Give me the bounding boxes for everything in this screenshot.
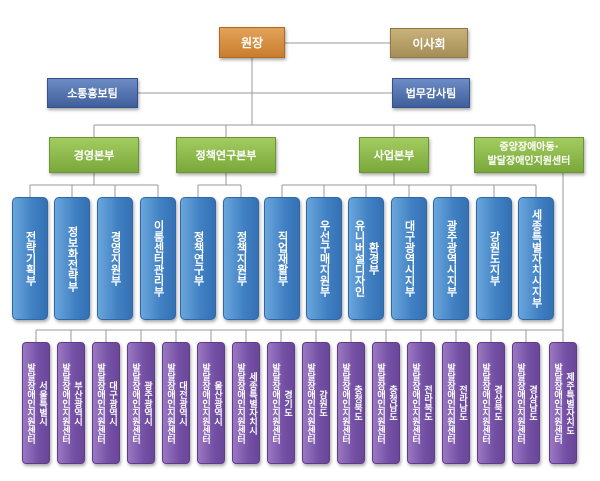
center-name: 발달장애인지원센터 bbox=[235, 362, 245, 444]
center-busan: 발달장애인지원센터 부산광역시 bbox=[57, 342, 85, 464]
department-label: 대구광역시지부 bbox=[403, 220, 416, 297]
center-name: 발달장애인지원센터 bbox=[375, 362, 385, 444]
center-ulsan: 발달장애인지원센터 울산광역시 bbox=[197, 342, 225, 464]
center-chungbuk: 발달장애인지원센터 충청북도 bbox=[337, 342, 365, 464]
center-region: 대전광역시 bbox=[177, 380, 187, 426]
center-sejong: 발달장애인지원센터 세종특별자치시 bbox=[232, 342, 260, 464]
department-label: 세종특별자치시지부 bbox=[530, 209, 543, 308]
center-name: 발달장애인지원센터 bbox=[270, 362, 280, 444]
division-business: 사업본부 bbox=[359, 137, 429, 173]
center-name: 발달장애인지원센터 bbox=[165, 362, 175, 444]
division-management: 경영본부 bbox=[49, 137, 139, 173]
center-name: 발달장애인지원센터 bbox=[480, 362, 490, 444]
center-name: 발달장애인지원센터 bbox=[200, 362, 210, 444]
center-region: 전라남도 bbox=[457, 385, 467, 421]
central-center-line2: 발달장애인지원센터 bbox=[487, 156, 571, 167]
center-region: 충청남도 bbox=[387, 385, 397, 421]
center-jeonbuk: 발달장애인지원센터 전라북도 bbox=[407, 342, 435, 464]
department-policy-research: 정책연구부 bbox=[180, 197, 216, 320]
center-region: 강원도 bbox=[317, 389, 327, 417]
director-box: 원장 bbox=[219, 27, 285, 58]
department-universal-design: 유니버설디자인 환경부 bbox=[348, 197, 384, 320]
center-gyeongnam: 발달장애인지원센터 경상남도 bbox=[512, 342, 540, 464]
department-label: 정책연구부 bbox=[192, 231, 205, 286]
center-region: 전라북도 bbox=[422, 385, 432, 421]
center-gyeongbuk: 발달장애인지원센터 경상북도 bbox=[477, 342, 505, 464]
center-name: 발달장애인지원센터 bbox=[130, 362, 140, 444]
department-strategy-planning: 전략기획부 bbox=[12, 197, 48, 320]
center-region: 경상남도 bbox=[527, 385, 537, 421]
center-region: 경기도 bbox=[282, 389, 292, 417]
center-name: 발달장애인지원센터 bbox=[60, 362, 70, 444]
department-irum-center: 이룸센터관리부 bbox=[140, 197, 176, 320]
center-jeonnam: 발달장애인지원센터 전라남도 bbox=[442, 342, 470, 464]
department-label-line1: 유니버설디자인 bbox=[353, 220, 366, 297]
center-daejeon: 발달장애인지원센터 대전광역시 bbox=[162, 342, 190, 464]
division-policy-research: 정책연구본부 bbox=[176, 137, 276, 173]
center-seoul: 발달장애인지원센터 서울특별시 bbox=[22, 342, 50, 464]
department-label: 경영지원부 bbox=[109, 231, 122, 286]
department-label: 전략기획부 bbox=[24, 231, 37, 286]
center-name: 발달장애인지원센터 bbox=[410, 362, 420, 444]
center-gwangju: 발달장애인지원센터 광주광역시 bbox=[127, 342, 155, 464]
center-jeju: 발달장애인지원센터 제주특별자치도 bbox=[549, 342, 577, 464]
center-region: 서울특별시 bbox=[37, 380, 47, 426]
department-it-strategy: 정보화전략부 bbox=[54, 197, 90, 320]
center-name: 발달장애인지원센터 bbox=[445, 362, 455, 444]
center-name: 발달장애인지원센터 bbox=[25, 362, 35, 444]
center-region: 울산광역시 bbox=[212, 380, 222, 426]
center-region: 경상북도 bbox=[492, 385, 502, 421]
department-gangwon-branch: 강원도지부 bbox=[476, 197, 512, 320]
legal-audit-team-label: 법무감사팀 bbox=[405, 87, 457, 100]
center-region: 부산광역시 bbox=[72, 380, 82, 426]
communication-team-box: 소통홍보팀 bbox=[47, 78, 138, 108]
department-label: 정책지원부 bbox=[235, 231, 248, 286]
department-label: 우선구매지원부 bbox=[318, 220, 331, 297]
board-box: 이사회 bbox=[390, 28, 468, 58]
director-label: 원장 bbox=[240, 36, 264, 50]
center-name: 발달장애인지원센터 bbox=[95, 362, 105, 444]
center-name: 발달장애인지원센터 bbox=[305, 362, 315, 444]
department-label-line2: 환경부 bbox=[367, 242, 380, 275]
center-name: 발달장애인지원센터 bbox=[340, 362, 350, 444]
department-label: 직업재활부 bbox=[276, 231, 289, 286]
legal-audit-team-box: 법무감사팀 bbox=[392, 78, 470, 108]
division-central-center: 중앙장애아동· 발달장애인지원센터 bbox=[474, 137, 584, 173]
department-gwangju-branch: 광주광역시지부 bbox=[433, 197, 469, 320]
board-label: 이사회 bbox=[412, 36, 446, 51]
center-region: 충청북도 bbox=[352, 385, 362, 421]
department-label: 정보화전략부 bbox=[66, 225, 79, 292]
center-gyeonggi: 발달장애인지원센터 경기도 bbox=[267, 342, 295, 464]
division-label: 정책연구본부 bbox=[195, 149, 257, 162]
division-label: 사업본부 bbox=[373, 149, 415, 162]
center-region: 제주특별자치도 bbox=[564, 371, 574, 435]
department-daegu-branch: 대구광역시지부 bbox=[391, 197, 427, 320]
central-center-line1: 중앙장애아동· bbox=[499, 142, 559, 153]
department-policy-support: 정책지원부 bbox=[223, 197, 259, 320]
division-label: 경영본부 bbox=[73, 149, 115, 162]
center-daegu: 발달장애인지원센터 대구광역시 bbox=[92, 342, 120, 464]
center-region: 세종특별자치시 bbox=[247, 371, 257, 435]
center-chungnam: 발달장애인지원센터 충청남도 bbox=[372, 342, 400, 464]
department-sejong-branch: 세종특별자치시지부 bbox=[518, 197, 554, 320]
center-region: 광주광역시 bbox=[142, 380, 152, 426]
department-label: 광주광역시지부 bbox=[445, 220, 458, 297]
department-vocational-rehab: 직업재활부 bbox=[264, 197, 300, 320]
center-gangwon: 발달장애인지원센터 강원도 bbox=[302, 342, 330, 464]
center-name: 발달장애인지원센터 bbox=[515, 362, 525, 444]
communication-team-label: 소통홍보팀 bbox=[67, 87, 118, 100]
department-label: 이룸센터관리부 bbox=[152, 220, 165, 297]
center-name: 발달장애인지원센터 bbox=[552, 362, 562, 444]
department-label: 강원도지부 bbox=[488, 231, 501, 286]
center-region: 대구광역시 bbox=[107, 380, 117, 426]
department-priority-purchase: 우선구매지원부 bbox=[306, 197, 342, 320]
department-management-support: 경영지원부 bbox=[97, 197, 133, 320]
